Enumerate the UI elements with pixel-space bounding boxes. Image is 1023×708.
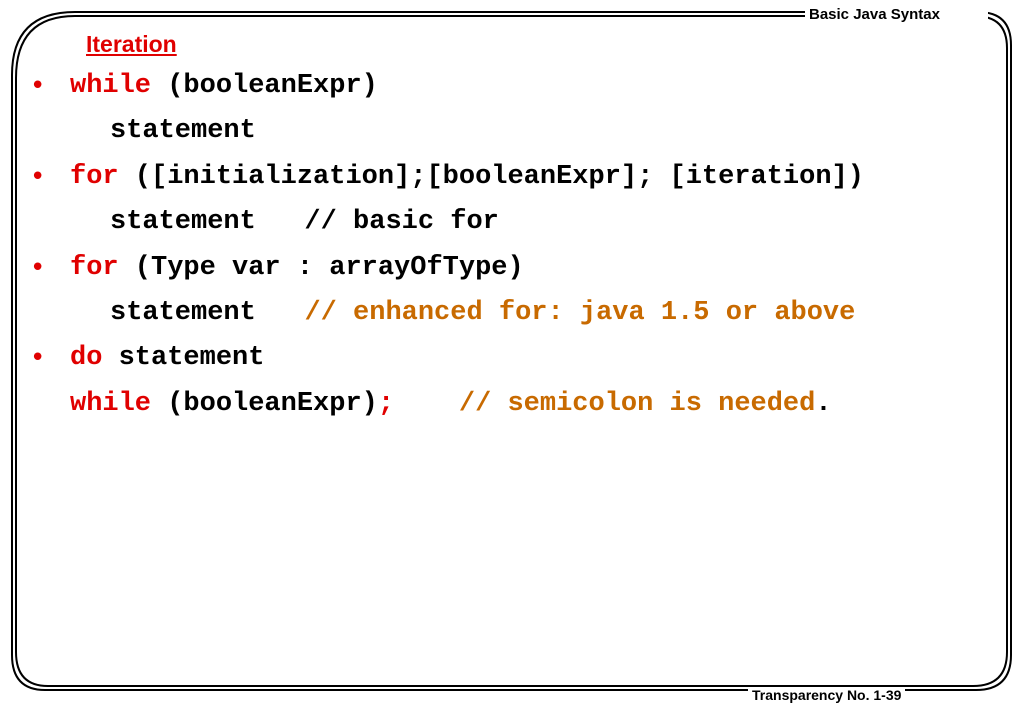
code-line-do-while: while (booleanExpr); // semicolon is nee…: [70, 388, 832, 420]
code-line-while: while (booleanExpr): [70, 70, 378, 102]
code-line-basic-for: statement // basic for: [110, 206, 499, 238]
code-comment: // enhanced for: java 1.5 or above: [304, 298, 856, 328]
code-text: (Type var : arrayOfType): [118, 253, 524, 283]
bullet-for: •: [30, 162, 46, 192]
code-text: statement: [102, 343, 265, 373]
code-comment: // semicolon is needed: [458, 389, 816, 419]
bullet-do: •: [30, 343, 46, 373]
slide-heading: Iteration: [86, 31, 177, 57]
bullet-enhanced-for: •: [30, 253, 46, 283]
bullet-while: •: [30, 71, 46, 101]
keyword: while: [70, 71, 152, 101]
code-line-enhanced-statement: statement // enhanced for: java 1.5 or a…: [110, 297, 855, 329]
keyword: while: [70, 389, 152, 419]
code-text: statement // basic for: [110, 207, 499, 237]
code-line-do: do statement: [70, 342, 264, 374]
slide-series-title: Basic Java Syntax: [805, 6, 988, 23]
transparency-number: Transparency No. 1-39: [748, 687, 906, 703]
code-text: (booleanExpr): [151, 71, 378, 101]
code-line-for: for ([initialization];[booleanExpr]; [it…: [70, 161, 864, 193]
code-text: ([initialization];[booleanExpr]; [iterat…: [118, 162, 864, 192]
code-line-enhanced-for: for (Type var : arrayOfType): [70, 252, 524, 284]
keyword: for: [70, 253, 119, 283]
code-text: statement: [110, 298, 305, 328]
code-text: (booleanExpr): [151, 389, 378, 419]
code-text: statement: [110, 116, 256, 146]
code-line-statement: statement: [110, 115, 256, 147]
keyword: do: [70, 343, 103, 373]
semicolon: ;: [377, 389, 395, 419]
keyword: for: [70, 162, 119, 192]
code-tail: .: [815, 389, 832, 419]
code-spacer: [394, 389, 459, 419]
